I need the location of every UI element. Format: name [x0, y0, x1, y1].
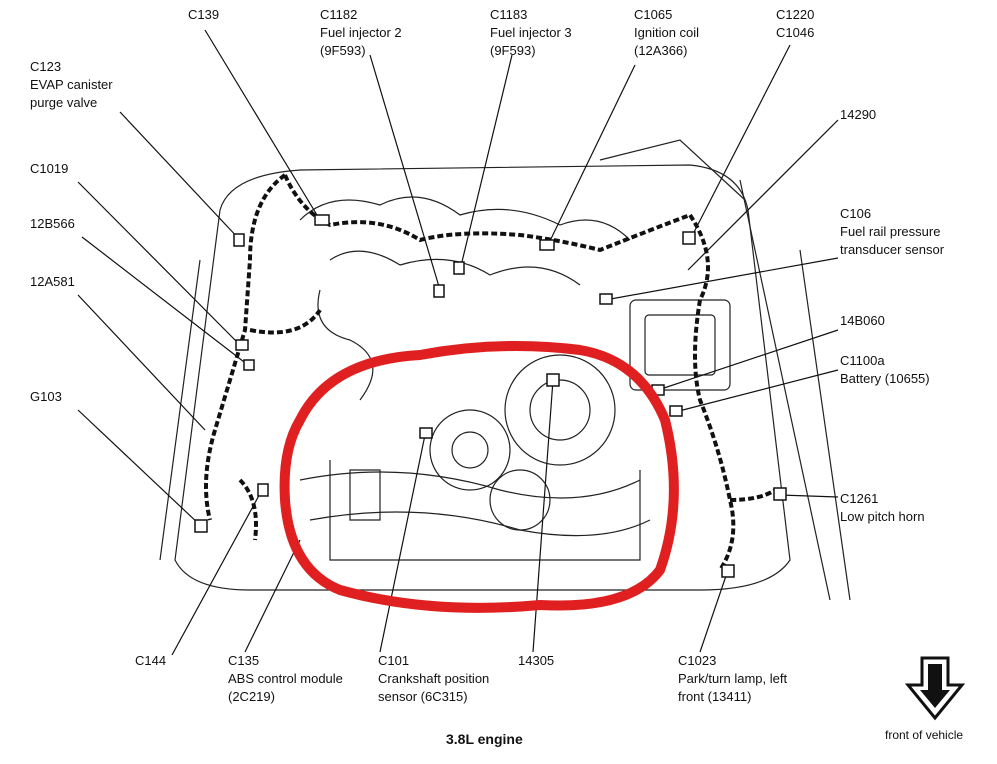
label-g103: G103	[30, 389, 62, 404]
label-14305: 14305	[518, 653, 555, 668]
leader-lines	[77, 29, 839, 656]
diagram-title: 3.8L engine	[446, 731, 523, 747]
label-c144: C144	[135, 653, 167, 668]
label-12a581: 12A581	[30, 274, 75, 289]
engine-bay-drawing	[159, 139, 851, 601]
connectors	[194, 214, 787, 578]
down-arrow-icon	[904, 656, 966, 721]
front-of-vehicle-label: front of vehicle	[885, 728, 964, 742]
label-12b566: 12B566	[30, 216, 75, 231]
label-14290: 14290	[840, 107, 877, 122]
label-c1019: C1019	[30, 161, 69, 176]
highlight-circle	[279, 341, 679, 613]
wiring-harness	[204, 173, 777, 572]
label-14b060: 14B060	[840, 313, 885, 328]
label-c139: C139	[188, 7, 220, 22]
